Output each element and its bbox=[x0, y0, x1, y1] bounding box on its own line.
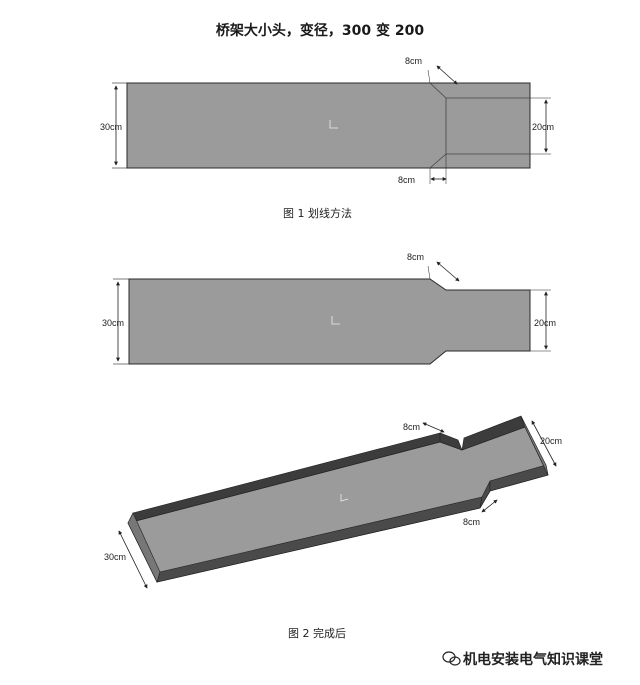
fig2b-left-dimension bbox=[118, 530, 148, 589]
fig2a-chamfer-label: 8cm bbox=[407, 252, 424, 262]
fig2b-top-chamfer-dimension bbox=[422, 422, 445, 433]
fig2b-bottom-chamfer-dimension bbox=[481, 499, 498, 513]
wechat-icon bbox=[442, 651, 461, 666]
fig1-top-chamfer-label: 8cm bbox=[405, 56, 422, 66]
fig1-origin-marker bbox=[329, 120, 338, 129]
fig1-top-chamfer-dimension bbox=[436, 65, 458, 85]
fig1-bottom-chamfer-label: 8cm bbox=[398, 175, 415, 185]
fig2b-top-chamfer-label: 8cm bbox=[403, 422, 420, 432]
fig2a-right-label: 20cm bbox=[534, 318, 556, 328]
fig1-right-label: 20cm bbox=[532, 122, 554, 132]
fig2b-caption: 图 2 完成后 bbox=[288, 626, 346, 640]
fig1-plate bbox=[126, 82, 531, 169]
figure-1: 30cm 20cm 8cm 8cm 图 1 划线方法 bbox=[100, 56, 554, 220]
watermark: 机电安装电气知识课堂 bbox=[442, 651, 603, 668]
fig2b-left-label: 30cm bbox=[104, 552, 126, 562]
fig1-left-label: 30cm bbox=[100, 122, 122, 132]
fig2a-plate bbox=[128, 278, 531, 365]
watermark-text: 机电安装电气知识课堂 bbox=[463, 651, 603, 668]
fig1-caption: 图 1 划线方法 bbox=[283, 206, 352, 220]
fig2b-right-dimension bbox=[531, 420, 557, 467]
figure-2-flat: 30cm 20cm 8cm bbox=[102, 252, 556, 365]
fig2b-bottom-chamfer-label: 8cm bbox=[463, 517, 480, 527]
page-title: 桥架大小头，变径，300 变 200 bbox=[215, 23, 425, 39]
fig2a-left-label: 30cm bbox=[102, 318, 124, 328]
fig2b-right-label: 20cm bbox=[540, 436, 562, 446]
fig2b-origin-marker bbox=[340, 494, 349, 502]
fig2a-chamfer-dimension bbox=[436, 261, 460, 282]
figure-2-3d: 30cm 20cm 8cm 8cm 图 2 完成后 bbox=[104, 415, 562, 640]
fig2a-origin-marker bbox=[331, 316, 340, 325]
